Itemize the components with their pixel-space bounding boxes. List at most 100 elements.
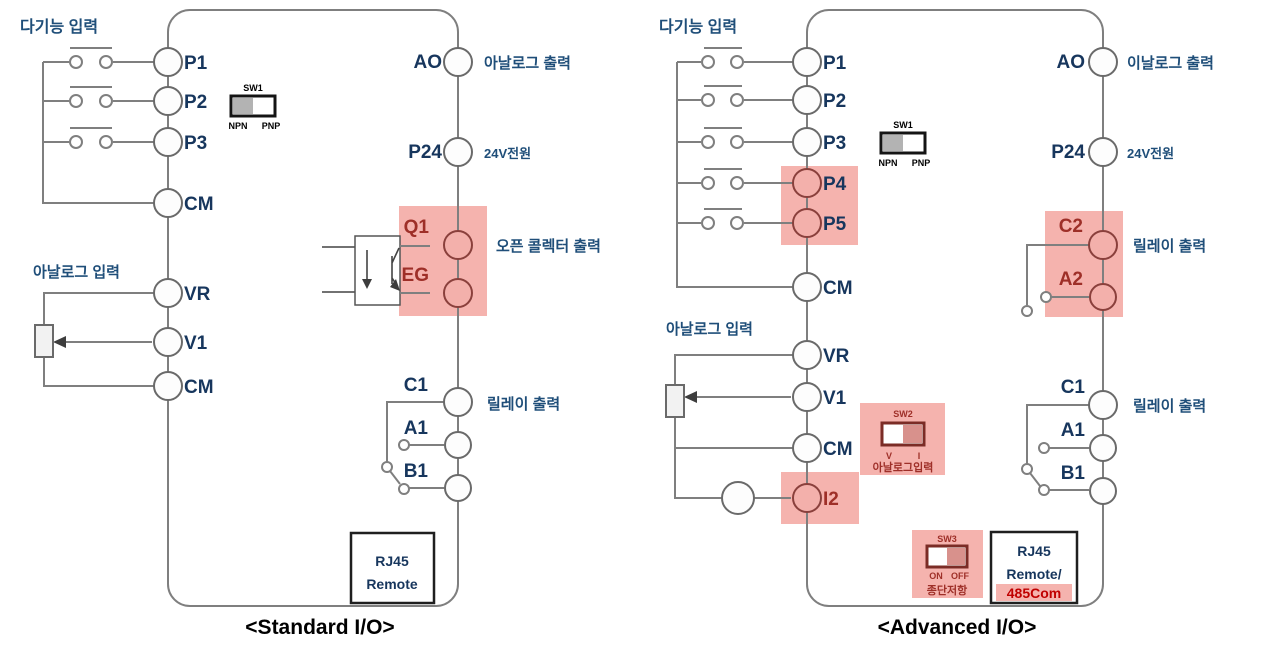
relay-pivot-circle (1021, 463, 1033, 475)
pot-arrowhead (53, 336, 66, 348)
power-24v-label: 24V전원 (484, 146, 531, 161)
sw2-knob-i (903, 425, 922, 443)
label-c2: C2 (1059, 216, 1083, 237)
label-cm2: CM (823, 439, 853, 460)
label-cm1: CM (823, 278, 853, 299)
terminal-p2 (792, 85, 822, 115)
label-p3: P3 (823, 133, 846, 154)
label-b1: B1 (404, 461, 429, 482)
label-p2: P2 (184, 92, 207, 113)
contact-circle (69, 135, 83, 149)
sw2-switch (880, 421, 926, 447)
contact-circle (701, 176, 715, 190)
multi-input-label: 다기능 입력 (659, 17, 737, 36)
terminal-ao (443, 47, 473, 77)
current-source-circle (721, 481, 755, 515)
relay-contact-circle (1038, 442, 1050, 454)
relay-contact-circle (1038, 484, 1050, 496)
sw1-switch (879, 131, 927, 155)
label-cm1: CM (184, 194, 214, 215)
contact-circle (69, 55, 83, 69)
adv-contact-wires (677, 47, 793, 224)
sw2-analog-input-label: 아날로그입력 (873, 460, 934, 474)
terminal-cm2 (792, 433, 822, 463)
sw3-knob-off (947, 548, 965, 565)
label-p2: P2 (823, 91, 846, 112)
terminal-p24 (443, 137, 473, 167)
advanced-caption: <Advanced I/O> (878, 616, 1037, 639)
label-eg: EG (402, 265, 429, 286)
terminal-q1 (443, 230, 473, 260)
terminal-c1 (443, 387, 473, 417)
std-contact-wires (43, 47, 154, 143)
terminal-eg (443, 278, 473, 308)
contact-circle (730, 93, 744, 107)
relay-output-bottom-label: 릴레이 출력 (1133, 397, 1206, 415)
contact-circle (730, 135, 744, 149)
label-a1: A1 (404, 418, 429, 439)
sw1-title: SW1 (893, 120, 913, 130)
label-ao: AO (414, 52, 443, 73)
label-q1: Q1 (404, 217, 430, 238)
terminal-cm2 (153, 371, 183, 401)
terminal-v1 (153, 327, 183, 357)
terminal-p5 (792, 208, 822, 238)
label-c1: C1 (404, 375, 429, 396)
rj45-box (349, 531, 436, 605)
sw1-pnp-label: PNP (262, 121, 281, 131)
contact-circle (69, 94, 83, 108)
terminal-cm1 (792, 272, 822, 302)
terminal-vr (153, 278, 183, 308)
highlight-485com (996, 584, 1072, 601)
sw3-on-label: ON (929, 571, 943, 581)
label-vr: VR (184, 284, 211, 305)
sw1-knob-npn (233, 98, 253, 114)
optocoupler-box (354, 235, 401, 306)
label-cm2: CM (184, 377, 214, 398)
terminal-cm1 (153, 188, 183, 218)
analog-output-label: 아날로그 출력 (484, 54, 571, 72)
terminal-a1 (444, 431, 472, 459)
sw1-pnp-label: PNP (912, 158, 931, 168)
label-p1: P1 (184, 53, 208, 74)
analog-input-label: 아날로그 입력 (33, 263, 120, 281)
std-relay-wires (386, 401, 444, 489)
sw1-title: SW1 (243, 83, 263, 93)
relay-contact-circle (398, 483, 410, 495)
terminal-v1 (792, 382, 822, 412)
pot-arrowhead (684, 391, 697, 403)
sw1-knob-npn (883, 135, 903, 151)
potentiometer (34, 324, 54, 358)
label-p4: P4 (823, 174, 847, 195)
contact-circle (99, 94, 113, 108)
analog-output-label: 이날로그 출력 (1127, 54, 1214, 72)
contact-circle (99, 55, 113, 69)
label-v1: V1 (184, 333, 208, 354)
terminal-i2 (792, 483, 822, 513)
label-p24: P24 (408, 142, 442, 163)
contact-circle (99, 135, 113, 149)
terminal-p2 (153, 86, 183, 116)
terminal-b1 (444, 474, 472, 502)
label-v1: V1 (823, 388, 847, 409)
opto-leads (322, 246, 355, 293)
sw3-termination-label: 종단저항 (927, 583, 967, 597)
label-ao: AO (1057, 52, 1086, 73)
std-pot-wires (43, 292, 154, 387)
adv-relay1-wires (1026, 404, 1089, 491)
label-c1: C1 (1061, 377, 1086, 398)
label-a1: A1 (1061, 420, 1086, 441)
label-b1: B1 (1061, 463, 1086, 484)
label-p1: P1 (823, 53, 847, 74)
terminal-b1 (1089, 477, 1117, 505)
sw2-v-label: V (886, 451, 892, 461)
terminal-p3 (792, 127, 822, 157)
standard-io-diagram: 다기능 입력 P1 P2 P3 CM 아날로그 입력 VR V1 CM SW1 … (20, 9, 601, 639)
label-p24: P24 (1051, 142, 1085, 163)
contact-circle (701, 55, 715, 69)
terminal-ao (1088, 47, 1118, 77)
relay-output-label: 릴레이 출력 (487, 395, 560, 413)
sw3-switch (925, 544, 969, 569)
